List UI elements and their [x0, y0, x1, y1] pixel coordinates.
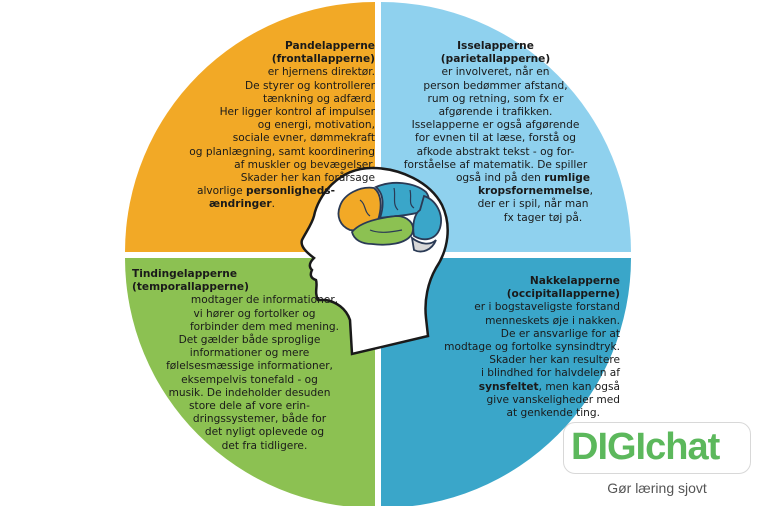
logo-box	[563, 422, 751, 474]
frontal-line: Skader her kan forårsage	[240, 172, 375, 185]
parietal-title-2: (parietallapperne)	[440, 53, 551, 66]
temporal-line: informationer og mere	[189, 347, 310, 360]
parietal-line: Isselapperne er også afgørende	[411, 119, 580, 132]
occipital-line: i blindhed for halvdelen af	[480, 367, 620, 380]
frontal-line: af muskler og bevægelser.	[234, 158, 375, 171]
brain-frontal-lobe	[337, 186, 382, 232]
digichat-logo: DIGIchat Gør læring sjovt	[563, 422, 751, 502]
parietal-line: person bedømmer afstand,	[423, 79, 568, 92]
occipital-line: at genkende ting.	[506, 407, 600, 420]
temporal-line: dringssystemer, både for	[192, 413, 327, 426]
occipital-line: modtage og fortolke synsindtryk.	[444, 341, 620, 354]
parietal-bold-2: kropsfornemmelse	[477, 185, 590, 198]
occipital-line: De er ansvarlige for at	[500, 327, 620, 340]
parietal-line: afgørende i trafikken.	[438, 106, 553, 119]
parietal-line: rum og retning, som fx er	[427, 92, 564, 105]
temporal-title-1: Tindingelapperne	[132, 268, 238, 280]
frontal-line: er hjernens direktør.	[267, 66, 375, 79]
frontal-line-text: alvorlige	[196, 185, 243, 198]
temporal-line: eksempelvis tonefald - og	[181, 373, 318, 386]
temporal-line: musik. De indeholder desuden	[168, 386, 331, 399]
logo-wordmark: DIGIchat	[571, 426, 720, 468]
occipital-line-with-bold: synsfeltet, men kan også	[390, 381, 620, 394]
frontal-bold-1: personligheds-	[246, 185, 335, 198]
parietal-line-with-bold: også ind på den rumlige	[383, 172, 608, 185]
frontal-line: tænkning og adfærd.	[262, 92, 375, 105]
brain-icon	[337, 181, 442, 253]
frontal-line: De styrer og kontrollerer	[244, 79, 375, 92]
temporal-line: vi hører og fortolker og	[193, 307, 316, 320]
parietal-bold-1: rumlige	[544, 172, 591, 185]
parietal-line: der er i spil, når man	[477, 198, 589, 211]
quadrant-parietal	[381, 2, 631, 252]
frontal-bold-2: ændringer	[209, 198, 272, 211]
frontal-end: .	[271, 198, 275, 211]
occipital-title-2: (occipitallapperne)	[506, 288, 620, 301]
brain-occipital-lobe	[412, 194, 442, 241]
temporal-title-2: (temporallapperne)	[132, 281, 249, 294]
frontal-lobe-text: Pandelapperne (frontallapperne) er hjern…	[150, 40, 375, 212]
occipital-title-1: Nakkelapperne	[529, 275, 620, 287]
frontal-title-1: Pandelapperne	[284, 40, 375, 52]
logo-tagline: Gør læring sjovt	[607, 480, 707, 496]
occipital-line: Skader her kan resultere	[489, 354, 620, 367]
quadrant-occipital	[381, 258, 631, 506]
parietal-line: afkode abstrakt tekst - og for-	[416, 145, 575, 158]
parietal-line: er involveret, når en	[441, 66, 550, 79]
occipital-line: menneskets øje i nakken.	[485, 314, 620, 327]
parietal-line: forståelse af matematik. De spiller	[403, 158, 588, 171]
temporal-line: følelsesmæssige informationer,	[166, 360, 333, 373]
frontal-line: og energi, motivation,	[257, 119, 375, 132]
temporal-line: store dele af vore erin-	[189, 400, 310, 413]
temporal-line: det nyligt oplevede og	[204, 426, 325, 439]
temporal-line: modtager de informationer,	[190, 294, 339, 307]
occipital-line: er i bogstaveligste forstand	[474, 301, 620, 314]
parietal-comma: ,	[589, 185, 594, 198]
occipital-line: give vanskeligheder med	[486, 393, 620, 406]
quadrant-temporal	[125, 258, 375, 506]
frontal-line: Her ligger kontrol af impulser	[219, 106, 375, 119]
temporal-line: forbinder dem med mening.	[189, 320, 340, 333]
frontal-title-2: (frontallapperne)	[271, 53, 375, 66]
temporal-line: det fra tidligere.	[221, 439, 308, 452]
occipital-bold: synsfeltet	[478, 380, 539, 393]
occipital-lobe-text: Nakkelapperne (occipitallapperne) er i b…	[390, 275, 620, 420]
frontal-line: og planlægning, samt koordinering	[189, 145, 375, 158]
parietal-lobe-text: Isselapperne (parietallapperne) er invol…	[383, 40, 608, 225]
frontal-line: sociale evner, dømmekraft	[232, 132, 375, 145]
occipital-after-bold: , men kan også	[538, 380, 620, 393]
parietal-line: for evnen til at læse, forstå og	[415, 132, 576, 145]
parietal-line: fx tager tøj på.	[503, 211, 583, 224]
brain-cerebellum	[410, 235, 437, 253]
temporal-lobe-text: Tindingelapperne (temporallapperne) modt…	[132, 268, 367, 453]
quadrant-frontal	[125, 2, 375, 252]
frontal-line-with-bold: alvorlige personligheds-	[150, 185, 375, 198]
brain-temporal-lobe	[351, 215, 414, 246]
parietal-title-1: Isselapperne	[457, 40, 534, 52]
frontal-line-last: ændringer.	[150, 198, 375, 211]
parietal-line-bold: kropsfornemmelse,	[383, 185, 608, 198]
parietal-line-text: også ind på den	[455, 172, 541, 185]
temporal-line: Det gælder både sproglige	[178, 334, 321, 347]
